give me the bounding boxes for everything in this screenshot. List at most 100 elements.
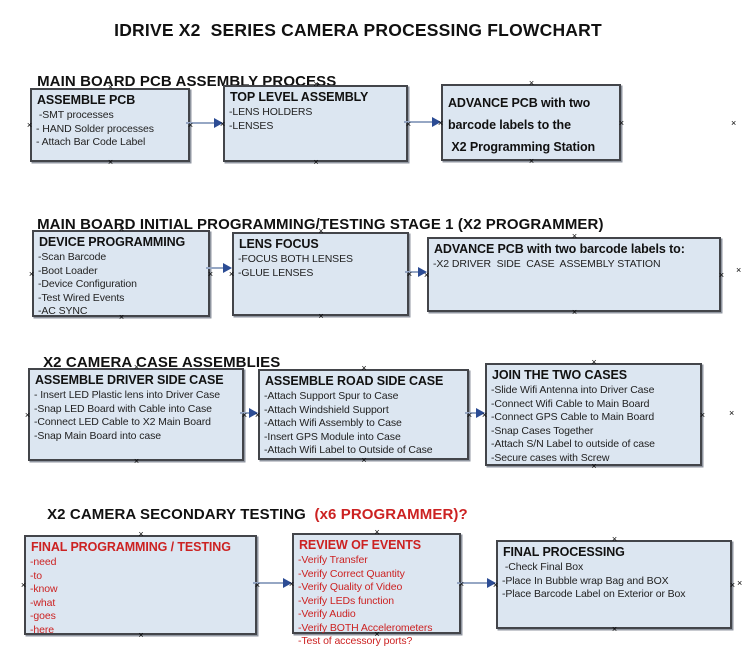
box-item: -Insert GPS Module into Case	[264, 430, 401, 443]
connector-handle-icon[interactable]: ×	[107, 157, 114, 167]
box-item: - Insert LED Plastic lens into Driver Ca…	[34, 389, 221, 401]
connector-handle-icon[interactable]: ×	[618, 117, 625, 128]
section-header-red-text: (x6 PROGRAMMER)?	[310, 506, 468, 523]
box-item: -Test Wired Events	[38, 291, 125, 304]
box-item: -Verify Correct Quantity	[298, 567, 405, 580]
flow-box-final-programming-testing[interactable]: × × × × FINAL PROGRAMMING / TESTING -nee…	[21, 530, 260, 640]
flow-box-join-the-two-cases[interactable]: × × × × JOIN THE TWO CASES -Slide Wifi A…	[482, 358, 705, 471]
box-item: -Attach S/N Label to outside of case	[491, 438, 655, 450]
connector-handle-icon[interactable]: ×	[458, 578, 465, 589]
connector-handle-icon[interactable]: ×	[405, 118, 412, 129]
box-title: FINAL PROCESSING	[503, 545, 625, 559]
connector-handle-icon[interactable]: ×	[492, 579, 499, 590]
box-item: -Connect LED Cable to X2 Main Board	[34, 416, 211, 428]
section-header-case-assemblies: X2 CAMERA CASE ASSEMBLIES	[26, 337, 280, 388]
connector-handle-icon[interactable]: ×	[254, 580, 261, 590]
connector-handle-icon[interactable]: ×	[528, 156, 535, 166]
connector-handle-icon[interactable]: ×	[406, 269, 413, 279]
connector-handle-icon[interactable]: ×	[24, 409, 31, 420]
connector-handle-icon[interactable]: ×	[699, 409, 706, 420]
connector-handle-icon[interactable]: ×	[481, 409, 488, 420]
connector-handle-icon[interactable]: ×	[737, 578, 743, 588]
box-title: LENS FOCUS	[239, 237, 319, 251]
box-item: -Test of accessory ports?	[298, 635, 413, 647]
box-item: -Attach Wifi Label to Outside of Case	[264, 444, 433, 456]
connector-handle-icon[interactable]: ×	[133, 456, 140, 466]
connector-handle-icon[interactable]: ×	[423, 269, 430, 280]
flow-box-assemble-pcb[interactable]: × × × × ASSEMBLE PCB -SMT processes - HA…	[27, 83, 193, 167]
connector-handle-icon[interactable]: ×	[107, 82, 114, 92]
connector-handle-icon[interactable]: ×	[361, 363, 367, 373]
section-header-initial-programming: MAIN BOARD INITIAL PROGRAMMING/TESTING S…	[20, 199, 604, 250]
connector-handle-icon[interactable]: ×	[20, 580, 27, 590]
connector-handle-icon[interactable]: ×	[313, 79, 319, 89]
connector-handle-icon[interactable]: ×	[26, 120, 33, 130]
section-header-text: X2 CAMERA CASE ASSEMBLIES	[43, 354, 281, 371]
flow-box-final-processing[interactable]: × × × × FINAL PROCESSING -Check Final Bo…	[493, 535, 735, 634]
flow-box-review-of-events[interactable]: × × × × REVIEW OF EVENTS -Verify Transfe…	[289, 528, 464, 648]
connector-handle-icon[interactable]: ×	[288, 578, 295, 589]
arrow-line	[404, 121, 434, 123]
flow-box-lens-focus[interactable]: × × × × LENS FOCUS -FOCUS BOTH LENSES -G…	[229, 227, 412, 321]
connector-handle-icon[interactable]: ×	[318, 226, 324, 236]
connector-handle-icon[interactable]: ×	[133, 362, 140, 372]
box-item: -Verify Audio	[298, 608, 356, 620]
box-item: -Verify LEDs function	[298, 594, 394, 607]
box-item: -FOCUS BOTH LENSES	[238, 253, 353, 265]
connector-handle-icon[interactable]: ×	[731, 118, 737, 128]
flow-box-assemble-road-side-case[interactable]: × × × × ASSEMBLE ROAD SIDE CASE -Attach …	[255, 364, 472, 465]
flow-box-advance-pcb-programming-station[interactable]: × × × × ADVANCE PCB with two barcode lab…	[438, 79, 624, 166]
connector-handle-icon[interactable]: ×	[138, 630, 144, 640]
connector-handle-icon[interactable]: ×	[611, 534, 618, 544]
connector-handle-icon[interactable]: ×	[241, 409, 248, 420]
flow-arrow[interactable]	[465, 408, 485, 418]
connector-handle-icon[interactable]: ×	[254, 409, 261, 420]
connector-handle-icon[interactable]: ×	[228, 269, 235, 279]
box-item: -Place Barcode Label on Exterior or Box	[502, 588, 686, 600]
connector-handle-icon[interactable]: ×	[736, 265, 742, 275]
arrow-line	[186, 122, 216, 124]
flow-box-device-programming[interactable]: × × × × DEVICE PROGRAMMING -Scan Barcode…	[29, 225, 213, 322]
connector-handle-icon[interactable]: ×	[591, 357, 597, 367]
connector-handle-icon[interactable]: ×	[187, 120, 194, 130]
connector-handle-icon[interactable]: ×	[591, 461, 597, 471]
flow-box-advance-pcb-driver-side-station[interactable]: × × × × ADVANCE PCB with two barcode lab…	[424, 232, 724, 317]
connector-handle-icon[interactable]: ×	[374, 629, 380, 639]
connector-handle-icon[interactable]: ×	[138, 529, 144, 539]
flow-arrow[interactable]	[253, 578, 292, 588]
flow-box-assemble-driver-side-case[interactable]: × × × × ASSEMBLE DRIVER SIDE CASE - Inse…	[25, 363, 247, 466]
connector-handle-icon[interactable]: ×	[207, 268, 214, 279]
connector-handle-icon[interactable]: ×	[118, 224, 125, 234]
flow-arrow[interactable]	[240, 408, 258, 418]
connector-handle-icon[interactable]: ×	[571, 231, 578, 241]
arrowhead-icon	[432, 117, 441, 127]
flow-arrow[interactable]	[457, 578, 496, 588]
arrowhead-icon	[283, 578, 292, 588]
connector-handle-icon[interactable]: ×	[28, 268, 35, 279]
flow-arrow[interactable]	[405, 267, 427, 277]
connector-handle-icon[interactable]: ×	[466, 409, 473, 420]
section-header-secondary-testing: X2 CAMERA SECONDARY TESTING (x6 PROGRAMM…	[30, 489, 468, 540]
connector-handle-icon[interactable]: ×	[571, 307, 578, 317]
connector-handle-icon[interactable]: ×	[361, 455, 367, 465]
connector-handle-icon[interactable]: ×	[729, 408, 735, 418]
connector-handle-icon[interactable]: ×	[528, 78, 535, 88]
connector-handle-icon[interactable]: ×	[718, 269, 725, 280]
connector-handle-icon[interactable]: ×	[318, 311, 324, 321]
box-item: -Secure cases with Screw	[491, 451, 610, 464]
flow-arrow[interactable]	[186, 118, 223, 128]
flow-arrow[interactable]	[404, 117, 441, 127]
connector-handle-icon[interactable]: ×	[729, 579, 736, 590]
connector-handle-icon[interactable]: ×	[611, 624, 618, 634]
box-item: -AC SYNC	[38, 305, 88, 317]
connector-handle-icon[interactable]: ×	[313, 157, 319, 167]
box-title: TOP LEVEL ASSEMBLY	[230, 90, 369, 104]
box-item: -GLUE LENSES	[238, 266, 314, 279]
connector-handle-icon[interactable]: ×	[374, 527, 380, 537]
connector-handle-icon[interactable]: ×	[437, 117, 444, 128]
flow-arrow[interactable]	[206, 263, 232, 273]
flow-box-top-level-assembly[interactable]: × × × × TOP LEVEL ASSEMBLY -LENS HOLDERS…	[220, 80, 411, 167]
connector-handle-icon[interactable]: ×	[118, 312, 125, 322]
connector-handle-icon[interactable]: ×	[219, 118, 226, 129]
box-item: -know	[30, 583, 58, 595]
